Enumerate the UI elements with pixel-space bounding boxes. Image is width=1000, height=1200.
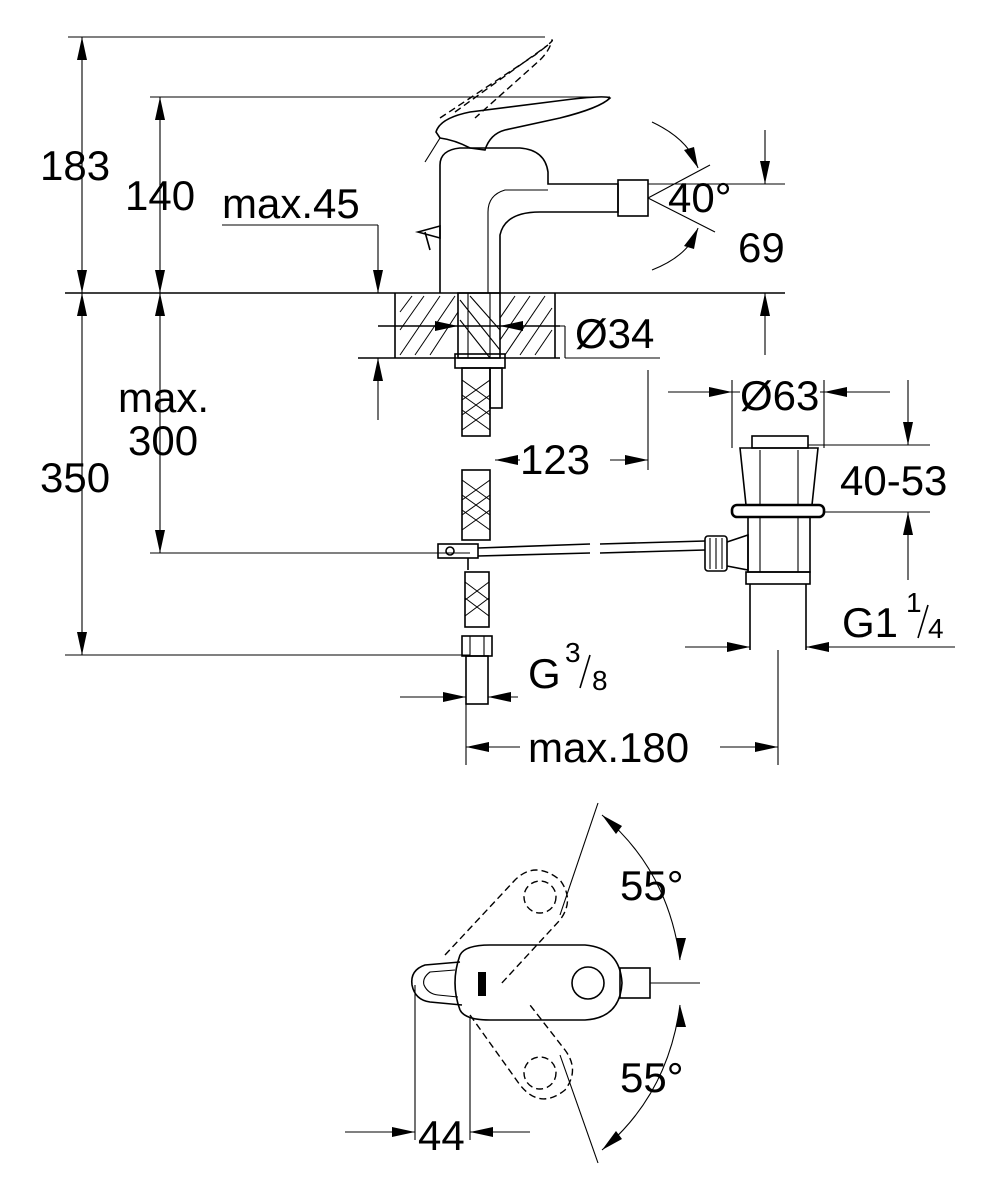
dim-angle-40: 40° <box>668 174 732 221</box>
hose-nut <box>461 635 493 657</box>
svg-text:G1: G1 <box>842 599 898 646</box>
svg-text:G: G <box>528 650 561 697</box>
dim-max180: max.180 <box>528 724 689 771</box>
svg-text:3: 3 <box>565 637 581 668</box>
popup-rod <box>437 540 706 570</box>
logo-mark-icon <box>478 972 486 996</box>
dim-diameter-63: Ø63 <box>740 372 819 419</box>
dim-123: 123 <box>520 436 590 483</box>
handle-top-outline <box>459 944 623 1021</box>
dim-max-word: max. <box>118 374 209 421</box>
dim-44: 44 <box>418 1112 465 1159</box>
spout-top <box>619 967 651 999</box>
dim-69: 69 <box>738 224 785 271</box>
dim-140: 140 <box>125 172 195 219</box>
dim-350: 350 <box>40 454 110 501</box>
svg-text:8: 8 <box>592 665 608 696</box>
side-view: 183 140 max.45 40° 69 Ø34 max. 300 350 1… <box>40 36 955 771</box>
svg-text:4: 4 <box>928 613 944 644</box>
dim-max45: max.45 <box>222 180 360 227</box>
dim-angle-55-bottom: 55° <box>620 1054 684 1101</box>
svg-text:1: 1 <box>906 587 922 618</box>
dim-g-three-eighths: G 3 8 <box>528 637 608 697</box>
dim-g1-quarter: G1 1 4 <box>842 587 944 646</box>
handle-rotated-up <box>444 869 569 986</box>
handle-rotated-down <box>469 1004 574 1100</box>
dimension-lines <box>65 36 955 765</box>
dim-angle-55-top: 55° <box>620 862 684 909</box>
dim-40-53: 40-53 <box>840 457 947 504</box>
top-view: 55° 55° 44 <box>345 802 700 1164</box>
waste-assembly <box>704 435 826 650</box>
lever-alternate-position <box>439 39 554 119</box>
popup-knob-loop <box>410 961 463 1006</box>
handle-circle <box>571 966 605 1000</box>
dim-300: 300 <box>128 417 198 464</box>
spout-outlet <box>617 179 649 217</box>
mounting-shank <box>454 292 506 369</box>
lever-handle <box>435 96 612 151</box>
dim-183: 183 <box>40 142 110 189</box>
dim-diameter-34: Ø34 <box>575 310 654 357</box>
faucet-body <box>414 96 649 293</box>
dimension-arrows <box>77 37 913 752</box>
supply-hoses <box>461 367 503 705</box>
